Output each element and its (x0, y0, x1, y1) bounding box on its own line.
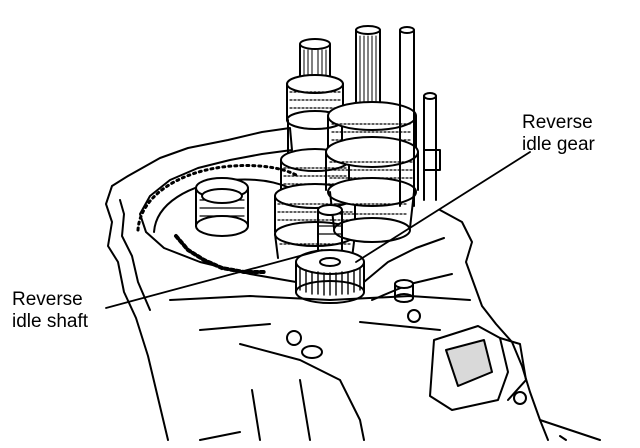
mount-hole (407, 309, 421, 323)
shift-rods (399, 26, 441, 207)
callout-reverse-idle-gear: Reverse idle gear (522, 112, 595, 156)
fill-plug (394, 279, 414, 303)
callout-line: idle gear (522, 134, 595, 155)
case-center-web (363, 237, 453, 301)
transmission-case (105, 127, 549, 441)
leader-line-reverse-idle-shaft (105, 249, 323, 309)
reverse-idle-shaft-part (317, 204, 343, 251)
leader-line-reverse-idle-gear (355, 151, 531, 263)
mount-hole (286, 330, 302, 346)
case-floor-rib (169, 295, 471, 441)
case-inner-flange (119, 199, 151, 311)
callout-reverse-idle-shaft: Reverse idle shaft (12, 289, 88, 333)
mount-hole (513, 391, 527, 405)
callout-line: idle shaft (12, 311, 89, 332)
reverse-idle-gear-part (295, 249, 365, 304)
side-boss (429, 325, 527, 411)
input-bearing (195, 177, 249, 237)
ring-gear-teeth (174, 234, 268, 274)
output-shaft (325, 25, 419, 243)
callout-line: Reverse (522, 112, 593, 133)
mount-boss (301, 345, 323, 359)
case-edge-bottom (199, 419, 601, 441)
bearing-retainer-rim (136, 164, 300, 232)
callout-line: Reverse (12, 289, 83, 310)
